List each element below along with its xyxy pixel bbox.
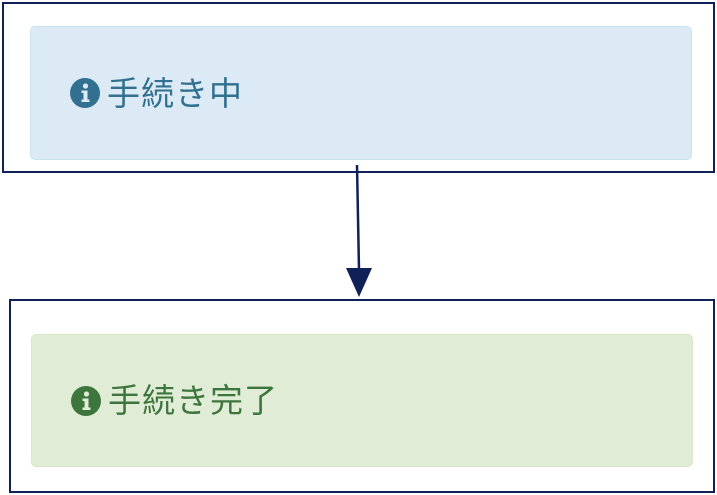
completed-alert: 手続き完了 xyxy=(31,334,693,467)
in-progress-alert: 手続き中 xyxy=(30,26,692,160)
info-circle-icon xyxy=(71,385,101,416)
in-progress-label: 手続き中 xyxy=(107,73,243,113)
arrow-down-icon xyxy=(346,165,372,297)
before-screenshot-frame: 手続き中 xyxy=(2,2,715,173)
completed-label: 手続き完了 xyxy=(108,381,278,420)
after-screenshot-frame: 手続き完了 xyxy=(9,299,715,493)
info-circle-icon xyxy=(70,78,100,108)
